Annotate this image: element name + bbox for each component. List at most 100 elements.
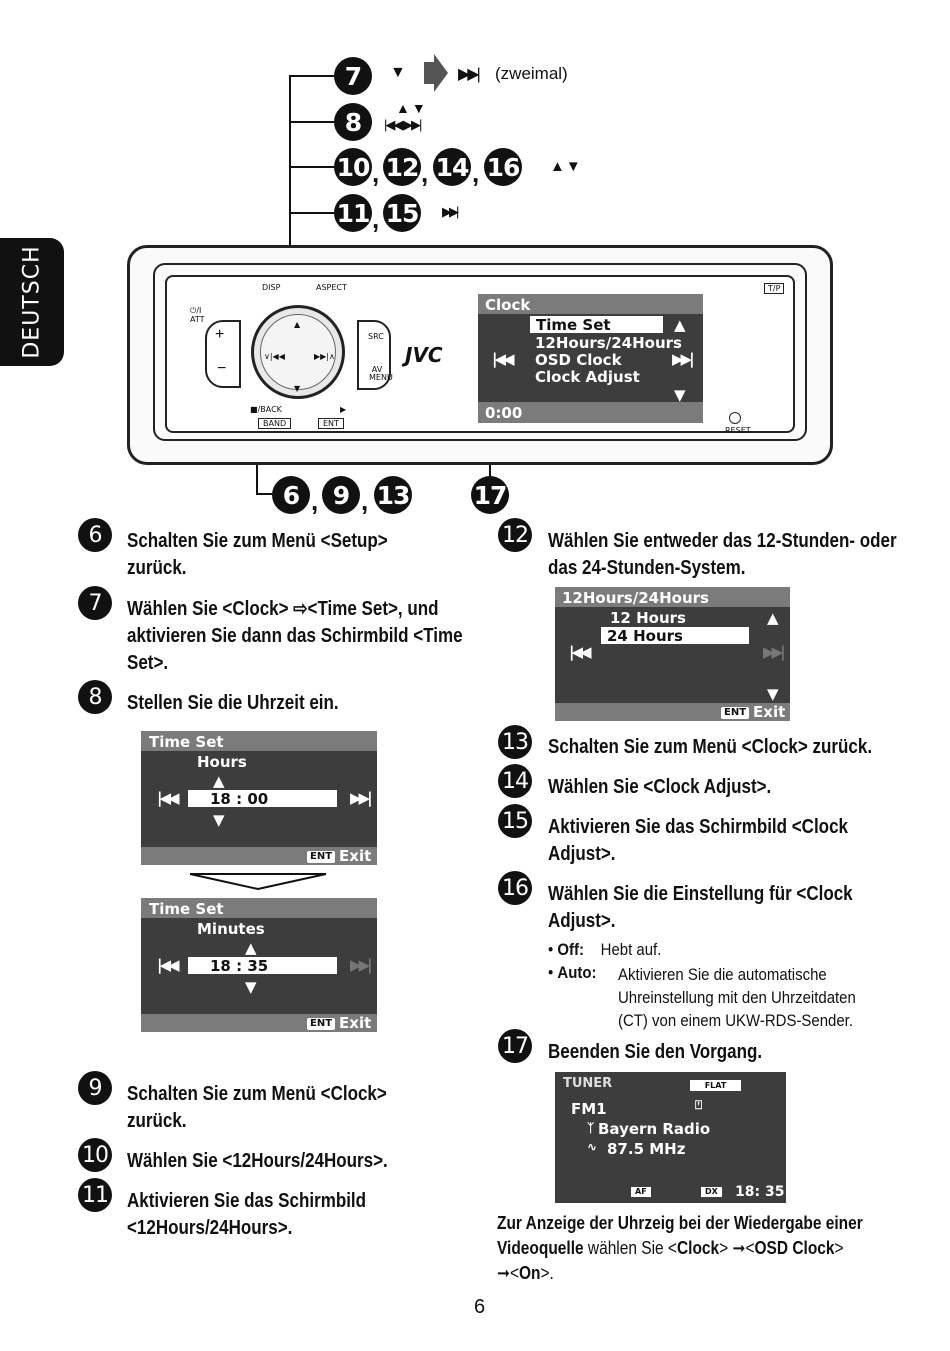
step-number: 15 — [498, 804, 532, 838]
callout-7: 7 — [334, 57, 372, 95]
comma: , — [372, 158, 380, 188]
af-badge: AF — [631, 1187, 651, 1197]
aspect-button[interactable]: ASPECT — [316, 283, 347, 292]
time-value: 18 : 35 — [188, 957, 337, 975]
skip-arrows-icon: |◀◀ ▶▶| — [384, 117, 422, 132]
step-number: 8 — [78, 680, 112, 714]
step-text: Stellen Sie die Uhrzeit ein. — [127, 692, 339, 714]
back-button[interactable]: ■/BACK — [250, 405, 282, 414]
down-arrow-icon: ▼ — [674, 386, 686, 404]
step-number: 17 — [498, 1029, 532, 1063]
step-text: Wählen Sie die Einstellung für <Clock Ad… — [548, 883, 853, 932]
comma: , — [311, 486, 319, 516]
screen-title: Time Set — [149, 900, 224, 918]
up-arrow-icon: ▲ — [674, 316, 686, 334]
callout-16: 16 — [484, 148, 522, 186]
step-number: 11 — [78, 1178, 112, 1212]
down-arrow-icon: ▼ — [213, 811, 225, 829]
callout-12: 12 — [383, 148, 421, 186]
step-text: Aktivieren Sie das Schirmbild <Clock Adj… — [548, 816, 848, 865]
next-icon-disabled: ▶▶| — [763, 643, 785, 661]
step-text: Schalten Sie zum Menü <Clock> zurück. — [548, 736, 873, 758]
ent-button[interactable]: ENT — [318, 418, 344, 429]
transition-arrow-icon — [189, 873, 327, 891]
step-number: 12 — [498, 518, 532, 552]
control-dial[interactable]: ▲ ▼ ∨|◀◀ ▶▶|∧ — [251, 305, 345, 399]
up-arrow-icon: ▲ — [767, 609, 779, 627]
src-av-button[interactable]: SRC AV MENU — [357, 320, 393, 390]
screen-label: Minutes — [197, 920, 265, 938]
display-selected-item: Time Set — [530, 316, 663, 334]
next-track-icon: ▶▶| — [442, 204, 459, 219]
signal-icon: ⍞ — [695, 1098, 703, 1112]
screen-label: Hours — [197, 753, 247, 771]
display-item: 12Hours/24Hours — [535, 334, 682, 352]
time-value: 18 : 00 — [188, 790, 337, 808]
station-name: Bayern Radio — [598, 1120, 711, 1138]
next-icon: ▶▶| — [350, 789, 372, 807]
screen-title: Time Set — [149, 733, 224, 751]
step-number: 10 — [78, 1138, 112, 1172]
eject-arrow-icon: ▶ — [340, 405, 347, 414]
up-down-arrows-icon: ▲▼ — [396, 100, 428, 116]
unit-bezel — [153, 263, 807, 441]
prev-icon: |◀◀ — [157, 789, 179, 807]
tuner-screen: TUNER FLAT FM1 ⍞ ᛉ Bayern Radio ∿ 87.5 M… — [555, 1072, 786, 1203]
step-text: Wählen Sie entweder das 12-Stunden- oder… — [548, 530, 897, 579]
display-item: Clock Adjust — [535, 368, 640, 386]
callout-7-down-arrow-icon: ▼ — [390, 64, 406, 81]
step-number: 7 — [78, 586, 112, 620]
step-text: Wählen Sie <Clock> ⇨<Time Set>, und akti… — [127, 598, 463, 674]
callout-7-note: (zweimal) — [495, 64, 568, 83]
antenna-icon: ᛉ — [587, 1121, 595, 1135]
jvc-logo: JVC — [405, 343, 443, 367]
tuner-title: TUNER — [563, 1076, 613, 1091]
unit-display: Clock Time Set 12Hours/24Hours OSD Clock… — [478, 294, 703, 423]
step-text: Aktivieren Sie das Schirmbild <12Hours/2… — [127, 1190, 367, 1239]
footer-note: Zur Anzeige der Uhrzeig bei der Wiederga… — [497, 1213, 863, 1283]
up-arrow-icon: ▲ — [213, 772, 225, 790]
next-track-icon: ▶▶| — [458, 66, 481, 83]
callout-17: 17 — [471, 476, 509, 514]
dx-badge: DX — [701, 1187, 722, 1197]
step-text: Beenden Sie den Vorgang. — [548, 1041, 763, 1063]
step-number: 6 — [78, 518, 112, 552]
down-arrow-icon: ▼ — [245, 978, 257, 996]
tp-button[interactable]: T/P — [764, 283, 785, 294]
step-text: Schalten Sie zum Menü <Setup> zurück. — [127, 530, 388, 579]
up-down-arrows-icon: ▲▼ — [550, 158, 582, 175]
comma: , — [361, 486, 369, 516]
format-option-selected: 24 Hours — [601, 627, 749, 645]
wave-icon: ∿ — [587, 1140, 598, 1154]
step-text: Wählen Sie <Clock Adjust>. — [548, 776, 772, 798]
tuner-clock: 18: 35 — [735, 1184, 785, 1200]
band-label: FM1 — [571, 1100, 607, 1118]
language-tab: DEUTSCH — [0, 238, 64, 366]
disp-button[interactable]: DISP — [262, 283, 281, 292]
prev-icon: |◀◀ — [492, 350, 514, 368]
arrow-right-icon — [424, 54, 448, 92]
step-text: Schalten Sie zum Menü <Clock> zurück. — [127, 1083, 387, 1132]
reset-button[interactable] — [729, 412, 741, 424]
comma: , — [472, 158, 480, 188]
power-att-button[interactable]: ⏻/I ATT — [190, 306, 205, 324]
display-title: Clock — [485, 296, 531, 314]
volume-rocker[interactable]: + − — [205, 320, 241, 388]
bullet-off: • Off: Hebt auf. — [548, 940, 662, 959]
bullet-auto-term: • Auto: — [548, 963, 597, 982]
step-text: Wählen Sie <12Hours/24Hours>. — [127, 1150, 388, 1172]
display-item: OSD Clock — [535, 351, 622, 369]
step-number: 13 — [498, 725, 532, 759]
hours-format-screen: 12Hours/24Hours 12 Hours 24 Hours ▲ ▼ |◀… — [555, 587, 790, 721]
step-number: 9 — [78, 1071, 112, 1105]
band-button[interactable]: BAND — [258, 418, 292, 429]
step-number: 16 — [498, 871, 532, 905]
time-set-minutes-screen: Time Set Minutes ▲ 18 : 35 ▼ |◀◀ ▶▶| ENT… — [141, 898, 377, 1032]
frequency: 87.5 MHz — [607, 1140, 686, 1158]
callout-6: 6 — [272, 476, 310, 514]
prev-icon: |◀◀ — [569, 643, 591, 661]
